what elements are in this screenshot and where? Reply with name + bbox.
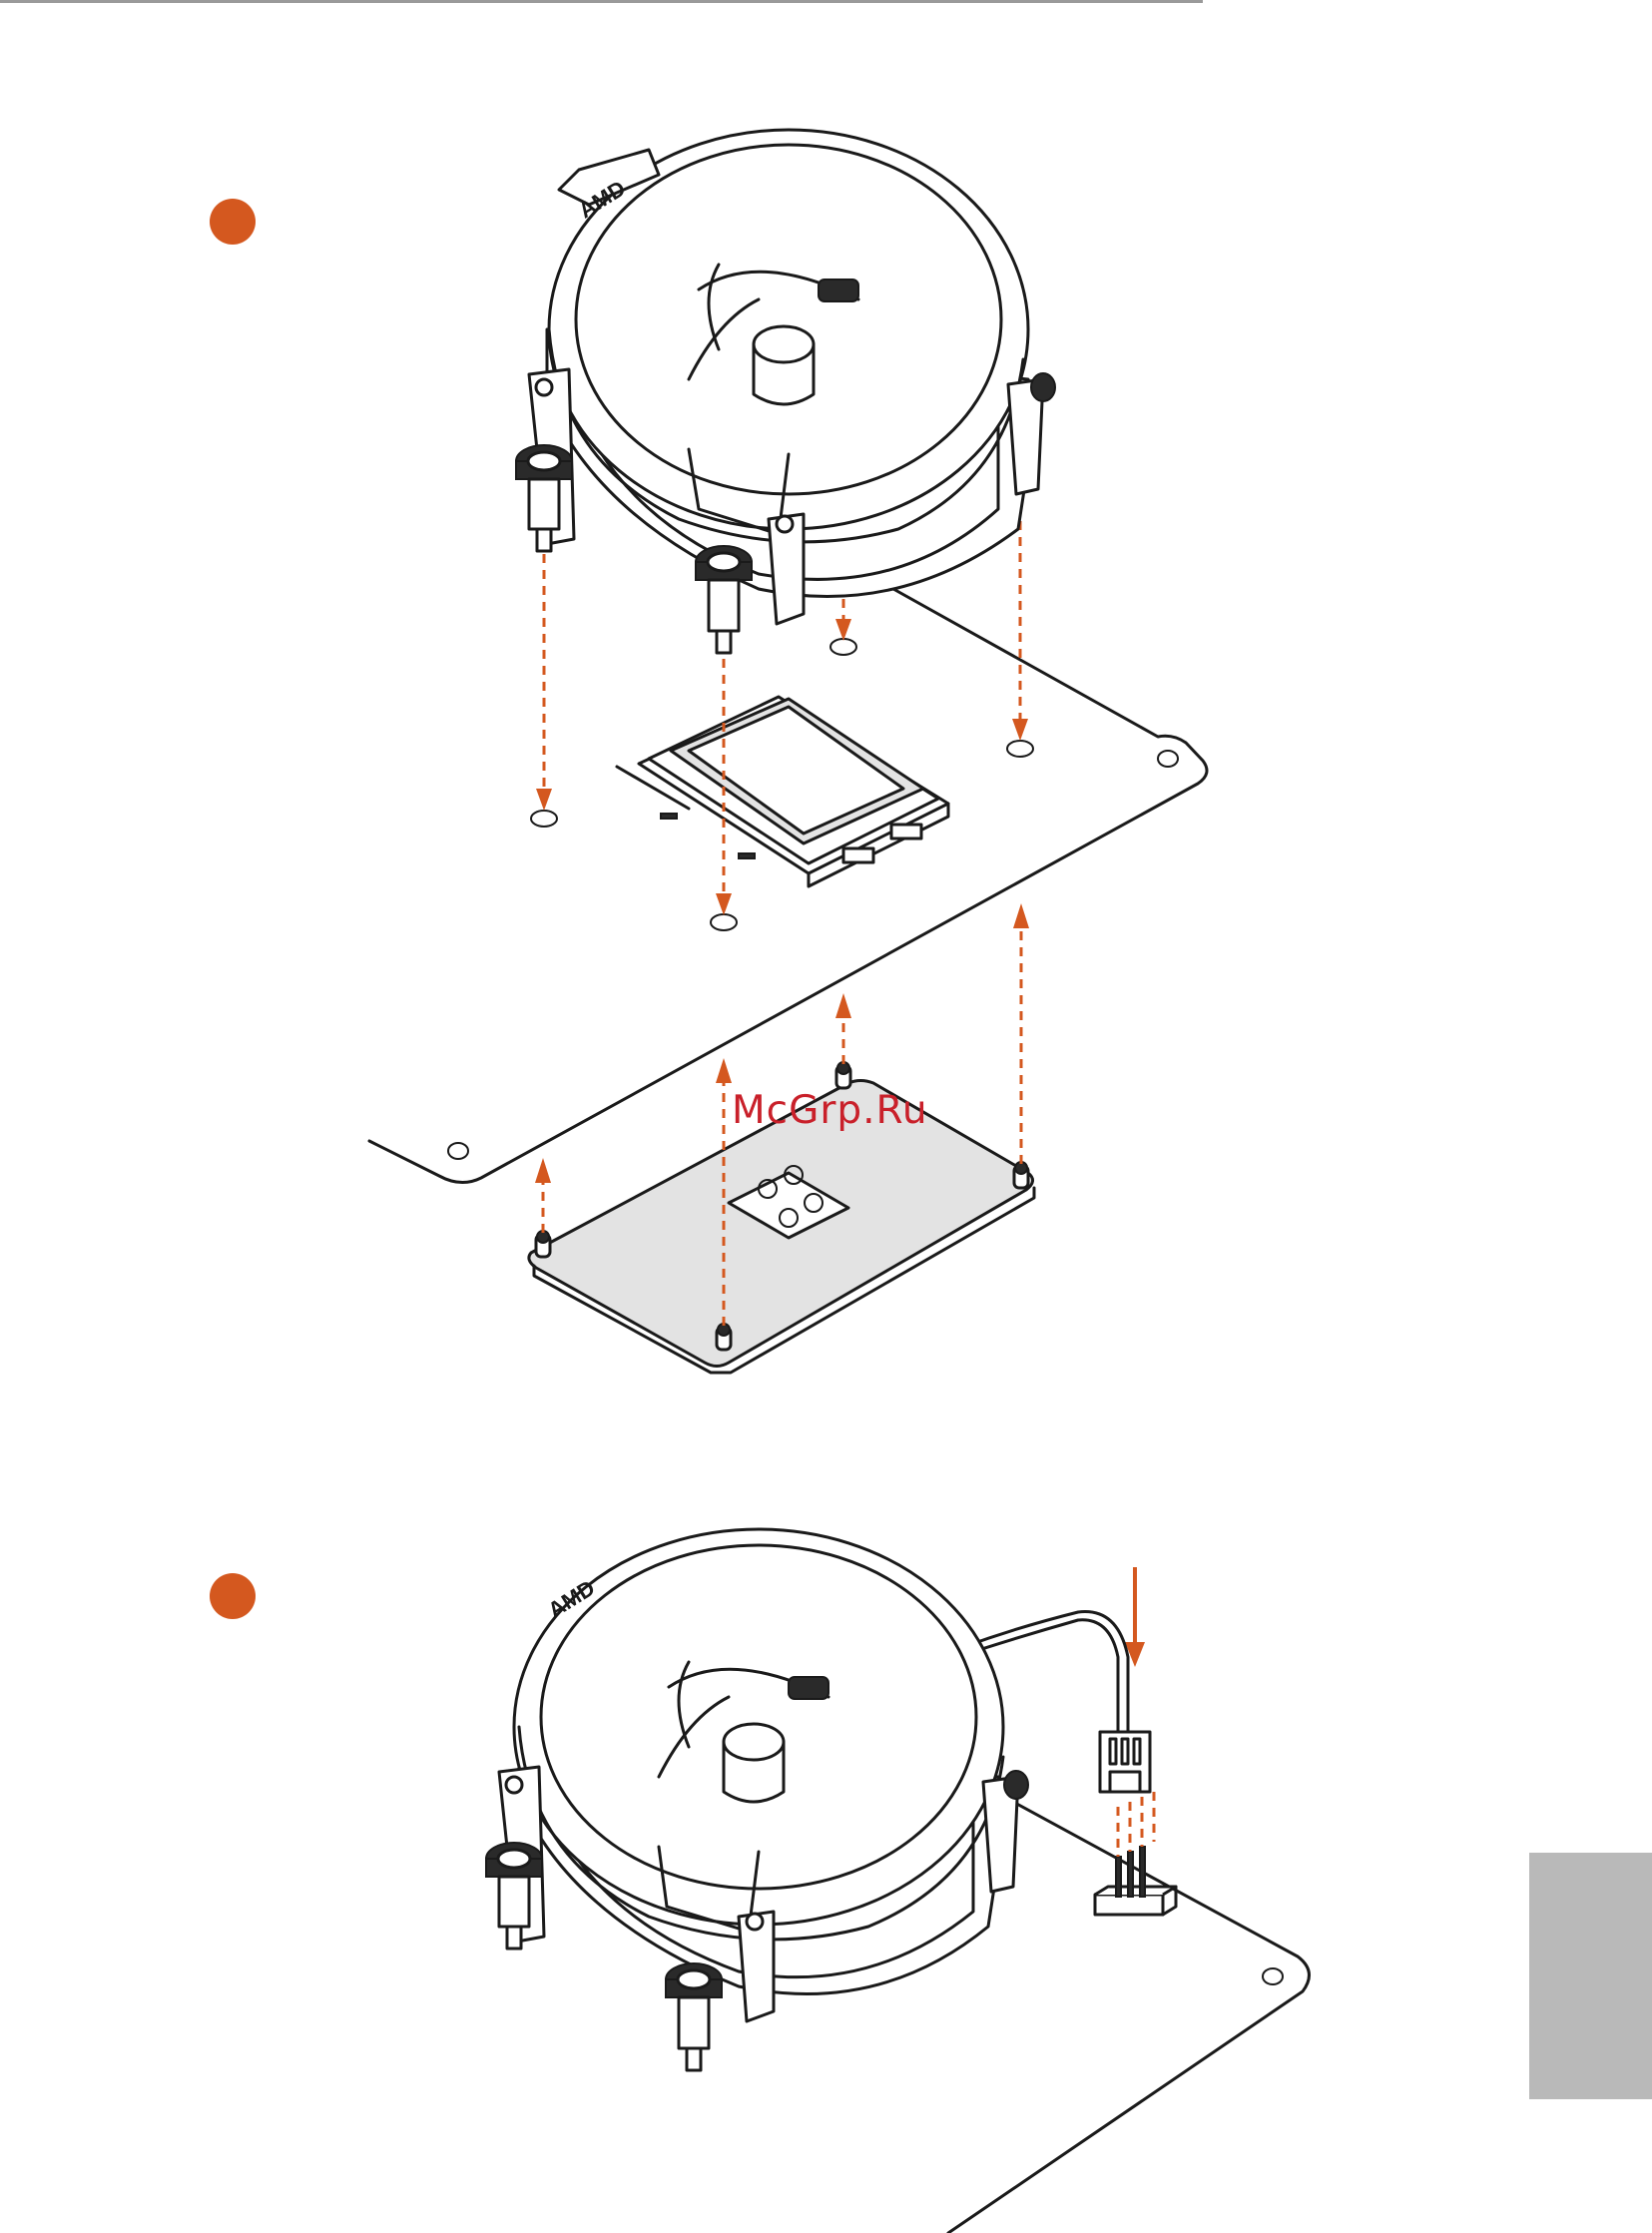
backplate-stud [1014,1162,1028,1188]
cooler-install-diagram: AMD [0,0,1652,1397]
side-tab [1529,1853,1652,2099]
cpu-socket [617,697,948,886]
backplate-stud [836,1062,850,1088]
backplate-stud [717,1324,731,1350]
thumb-screw [696,546,752,653]
thumb-screw [1004,1771,1028,1799]
board-mount-hole [1158,751,1178,767]
thumb-screw [1031,373,1055,401]
fan-cable-diagram: AMD [0,1517,1652,2233]
fan-cable-connector [1100,1732,1150,1792]
watermark-text: McGrp.Ru [732,1088,928,1133]
cpu-cooler: AMD [486,1529,1028,2070]
cpu-cooler: AMD [516,130,1055,653]
cpu-fan-header [1095,1847,1176,1915]
board-mount-hole [448,1143,468,1159]
board-mount-hole [1263,1968,1283,1984]
thumb-screw [666,1963,722,2070]
backplate-stud [536,1231,550,1257]
